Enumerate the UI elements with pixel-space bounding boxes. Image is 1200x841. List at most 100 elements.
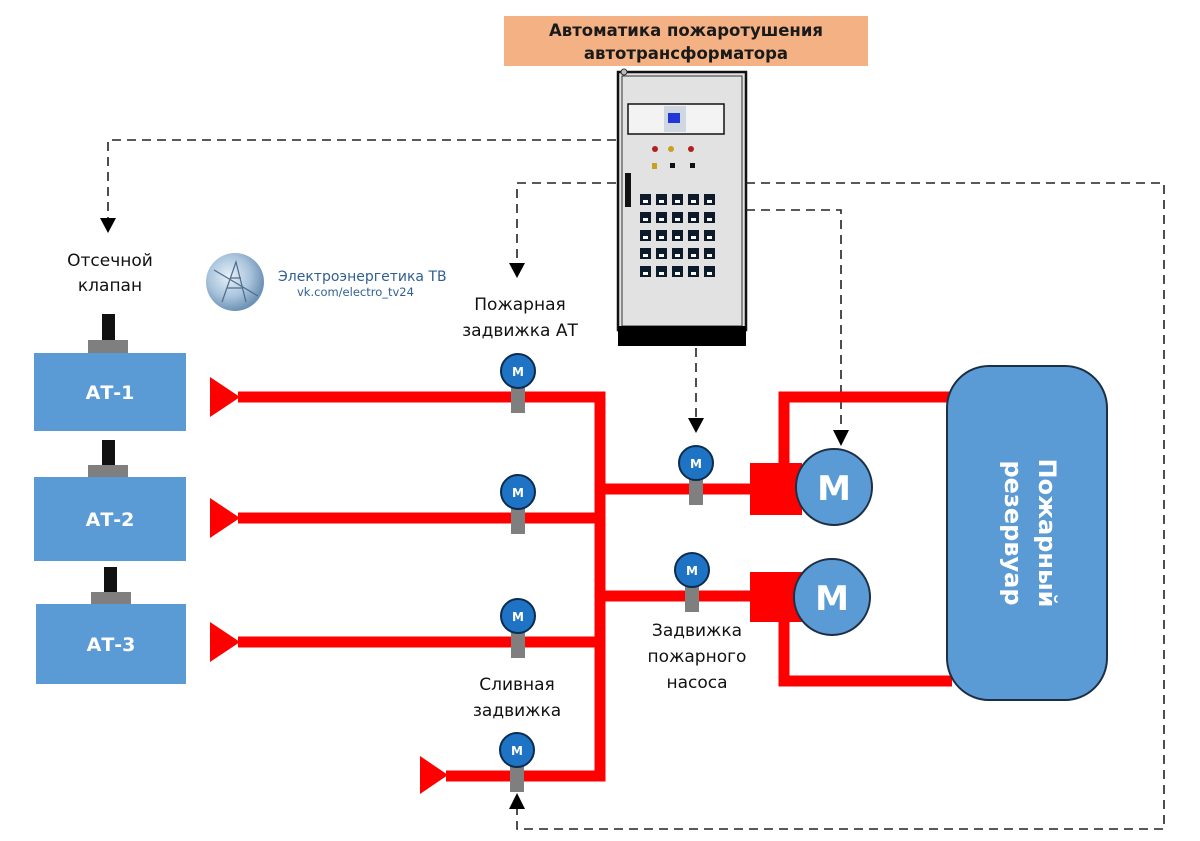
connector-body bbox=[91, 592, 131, 604]
pump-motor-2[interactable]: М bbox=[793, 558, 871, 636]
terminal-block bbox=[672, 248, 683, 259]
terminal-block bbox=[704, 230, 715, 241]
cabinet-terminal-grid bbox=[640, 194, 715, 277]
spray-nozzle bbox=[210, 622, 240, 662]
terminal-block bbox=[640, 194, 651, 205]
title-line-1: Автоматика пожаротушения bbox=[549, 21, 823, 40]
pump-valve-2[interactable]: М bbox=[674, 552, 710, 612]
terminal-block bbox=[640, 230, 651, 241]
spray-nozzle bbox=[210, 498, 240, 538]
pump-valve-1[interactable]: М bbox=[678, 445, 714, 505]
pipe-tank-top bbox=[778, 391, 952, 463]
arrow-down-icon bbox=[509, 263, 525, 278]
terminal-block bbox=[688, 230, 699, 241]
fire-valve-at-label-1: Пожарная bbox=[474, 295, 565, 315]
indicator-lamp bbox=[668, 146, 674, 152]
pump-housing-1 bbox=[750, 463, 802, 515]
valve-motor-label: М bbox=[512, 365, 524, 379]
terminal-block bbox=[672, 266, 683, 277]
terminal-block bbox=[704, 266, 715, 277]
terminal-block bbox=[656, 248, 667, 259]
fire-valve-at-2[interactable]: М bbox=[500, 474, 536, 534]
terminal-block bbox=[656, 230, 667, 241]
arrow-down-icon bbox=[100, 218, 116, 233]
valve-motor-label: М bbox=[690, 457, 702, 471]
terminal-block bbox=[656, 266, 667, 277]
transformer-at-1[interactable]: АТ-1 bbox=[34, 353, 186, 431]
pump-valve-label-3: насоса bbox=[666, 673, 727, 693]
pump-valve-label-2: пожарного bbox=[648, 647, 747, 667]
terminal-block bbox=[704, 248, 715, 259]
connector-body bbox=[88, 465, 128, 478]
valve-stem bbox=[510, 766, 524, 792]
cabinet-base bbox=[618, 326, 746, 346]
signal-line-cutoff-valve bbox=[107, 139, 616, 222]
spray-nozzle bbox=[210, 377, 240, 417]
pump-valve-label-1: Задвижка bbox=[652, 621, 742, 641]
cabinet-button bbox=[652, 163, 657, 169]
indicator-lamp bbox=[652, 146, 658, 152]
valve-stem bbox=[511, 632, 525, 658]
drain-outlet bbox=[420, 756, 448, 794]
valve-stem bbox=[511, 387, 525, 413]
terminal-block bbox=[688, 248, 699, 259]
terminal-block bbox=[640, 266, 651, 277]
control-cabinet bbox=[616, 68, 748, 346]
connector-stem bbox=[102, 440, 115, 465]
valve-motor-label: М bbox=[512, 610, 524, 624]
terminal-block bbox=[672, 230, 683, 241]
connector-stem bbox=[104, 567, 117, 593]
transformer-label: АТ-3 bbox=[87, 634, 136, 656]
arrow-up-icon bbox=[509, 793, 525, 809]
transformer-at-2[interactable]: АТ-2 bbox=[34, 477, 186, 561]
signal-line-drain-valve bbox=[516, 182, 1165, 830]
watermark-url: vk.com/electro_tv24 bbox=[297, 285, 414, 299]
fire-valve-at-label-2: задвижка АТ bbox=[462, 321, 578, 341]
watermark: Электроэнергетика ТВ vk.com/electro_tv24 bbox=[206, 253, 447, 311]
valve-motor-icon bbox=[500, 598, 536, 634]
terminal-block bbox=[672, 194, 683, 205]
transformer-label: АТ-1 bbox=[86, 382, 135, 404]
fire-tank-label-2: резервуар bbox=[999, 460, 1027, 605]
valve-motor-label: М bbox=[511, 744, 523, 758]
cutoff-valve-label-1: Отсечной bbox=[67, 251, 153, 271]
pump-motor-label: М bbox=[817, 469, 851, 509]
valve-motor-icon bbox=[500, 353, 536, 389]
fire-valve-at-3[interactable]: М bbox=[500, 598, 536, 658]
transformer-stack: АТ-1 АТ-2 АТ-3 bbox=[34, 314, 186, 684]
terminal-block bbox=[704, 212, 715, 223]
terminal-block bbox=[688, 194, 699, 205]
pump-motor-label: М bbox=[815, 579, 849, 619]
signal-line-pump-motor bbox=[746, 209, 842, 432]
valve-stem bbox=[685, 586, 699, 612]
watermark-name: Электроэнергетика ТВ bbox=[278, 269, 447, 285]
valve-motor-icon bbox=[499, 732, 535, 768]
valve-motor-icon bbox=[678, 445, 714, 481]
terminal-block bbox=[640, 248, 651, 259]
transformer-at-3[interactable]: АТ-3 bbox=[36, 604, 186, 684]
drain-valve[interactable]: М bbox=[499, 732, 535, 792]
valve-motor-label: М bbox=[686, 564, 698, 578]
fire-valve-at-1[interactable]: М bbox=[500, 353, 536, 413]
control-signal-lines bbox=[100, 139, 1165, 830]
valve-motor-icon bbox=[674, 552, 710, 588]
title-box: Автоматика пожаротушения автотрансформат… bbox=[504, 16, 868, 66]
pipe-tank-bottom bbox=[778, 622, 952, 687]
cabinet-door-handle bbox=[625, 173, 631, 207]
valve-stem bbox=[689, 479, 703, 505]
cutoff-valve-body bbox=[88, 340, 128, 353]
cabinet-display-screen bbox=[668, 113, 680, 123]
terminal-block bbox=[656, 212, 667, 223]
fire-tank-label-1: Пожарный bbox=[1033, 459, 1061, 608]
title-line-2: автотрансформатора bbox=[584, 44, 788, 63]
signal-line-fire-valve bbox=[516, 182, 616, 266]
fire-tank[interactable]: Пожарный резервуар bbox=[946, 365, 1108, 701]
drain-valve-label-2: задвижка bbox=[473, 701, 561, 721]
pump-motor-1[interactable]: М bbox=[795, 448, 873, 526]
terminal-block bbox=[656, 194, 667, 205]
cutoff-valve-label-2: клапан bbox=[78, 276, 142, 296]
terminal-block bbox=[640, 212, 651, 223]
cabinet-button bbox=[670, 163, 675, 168]
transformer-label: АТ-2 bbox=[86, 509, 135, 531]
